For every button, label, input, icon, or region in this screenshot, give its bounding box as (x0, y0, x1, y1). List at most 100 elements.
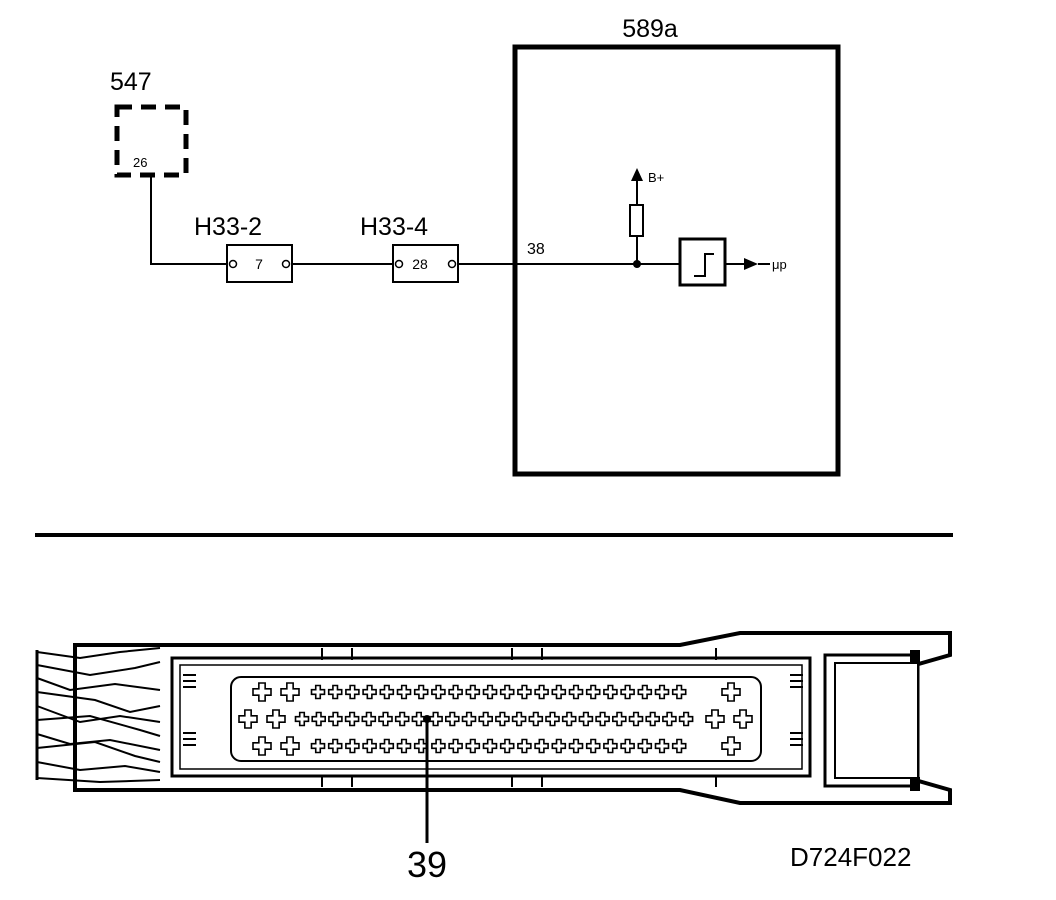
pin-cavity (603, 738, 618, 754)
pin-cavity (517, 684, 532, 700)
connector-h33-4-label: H33-4 (360, 213, 428, 241)
pin-cavity (671, 738, 687, 754)
output-arrow-icon (744, 258, 758, 270)
pin-cavity (378, 711, 393, 727)
ecu-box (512, 44, 841, 477)
pin-cavity (266, 709, 286, 729)
pin-cavity (517, 738, 532, 754)
schmitt-trigger (678, 237, 727, 287)
sensor-pin-label: 26 (133, 155, 147, 170)
connector-h33-2-pin-number: 7 (255, 256, 263, 272)
pin-cavity (705, 709, 725, 729)
pin-cavity (595, 711, 610, 727)
pin-cavity (448, 684, 463, 700)
pin-cavity (280, 682, 300, 702)
pin-cavity (654, 738, 670, 754)
pin-cavity (482, 738, 498, 754)
pin-cavity (280, 736, 300, 756)
figure-code: D724F022 (790, 842, 911, 872)
pin-cavity (499, 684, 515, 700)
pin-cavity (568, 738, 584, 754)
pin-cavity (328, 711, 343, 727)
pin-cavity (678, 711, 694, 727)
pin-cavity (362, 684, 377, 700)
connector-h33-4-pin-right (447, 259, 457, 269)
pin-cavity (362, 738, 377, 754)
pin-cavity (327, 684, 343, 700)
pin-cavity (603, 684, 618, 700)
connector-h33-4-pin-number: 28 (412, 256, 428, 272)
pin-cavity (534, 738, 549, 754)
pin-cavity (620, 684, 635, 700)
supply-arrow-icon (631, 168, 643, 181)
pin-cavity (396, 738, 412, 754)
connector-h33-2-pin-left (228, 259, 238, 269)
pin-cavity (568, 684, 584, 700)
grip-slots (183, 674, 803, 746)
pin-cavity (394, 711, 410, 727)
pin-cavity (637, 738, 653, 754)
ecu-pin-label: 38 (527, 241, 545, 258)
pin-cavity (528, 711, 544, 727)
pin-cavity (252, 682, 272, 702)
pin-cavity (461, 711, 477, 727)
pin-cavity (345, 738, 360, 754)
pin-cavity (361, 711, 377, 727)
sensor-label: 547 (110, 68, 152, 96)
connector-h33-2-label: H33-2 (194, 213, 262, 241)
pin-cavity (465, 738, 481, 754)
wire-sensor-to-h33-2 (150, 176, 227, 265)
pin-cavity (733, 709, 753, 729)
pin-cavity (444, 711, 460, 727)
pin-cavity (311, 711, 327, 727)
connector-h33-2-pin-right (281, 259, 291, 269)
pin-cavity (578, 711, 594, 727)
pin-cavity (310, 738, 326, 754)
pin-cavity (411, 711, 427, 727)
connector-h33-4-pin-left (394, 259, 404, 269)
wire-bundle (35, 647, 161, 784)
pin-cavity (654, 684, 670, 700)
pin-cavity (482, 684, 498, 700)
pin-cavity (379, 738, 395, 754)
pin-cavity (611, 711, 627, 727)
pin-cavity (511, 711, 527, 727)
pin-cavity (721, 736, 741, 756)
pin-cavity (671, 684, 687, 700)
pin-cavity (396, 684, 412, 700)
ecu-label: 589a (622, 15, 678, 43)
pin-cavity (448, 738, 463, 754)
pin-cavities (238, 682, 753, 756)
pin-cavity (495, 711, 510, 727)
pin-cavity (252, 736, 272, 756)
pin-cavity (637, 684, 653, 700)
pin-cavity (534, 684, 549, 700)
pin-cavity (628, 711, 644, 727)
pin-cavity (545, 711, 560, 727)
pin-cavity (465, 684, 481, 700)
pin-cavity (431, 684, 446, 700)
pin-cavity (238, 709, 258, 729)
pin-cavity (585, 738, 601, 754)
pin-cavity (478, 711, 494, 727)
pin-cavity (551, 738, 567, 754)
sensor-box (114, 104, 189, 178)
pin-cavity (413, 684, 429, 700)
pin-cavity (294, 711, 310, 727)
callout-label: 39 (407, 844, 447, 885)
output-label: μp (772, 257, 787, 272)
pull-up-resistor (629, 204, 644, 237)
pin-cavity (345, 684, 360, 700)
pin-cavity (551, 684, 567, 700)
pin-cavity (327, 738, 343, 754)
housing-ribs (321, 648, 717, 787)
pin-cavity (561, 711, 577, 727)
ecu-connector-view (35, 631, 952, 843)
pin-cavity (413, 738, 429, 754)
pin-cavity (721, 682, 741, 702)
pin-cavity (585, 684, 601, 700)
supply-label: B+ (648, 170, 664, 185)
pin-cavity (431, 738, 446, 754)
schmitt-trigger-symbol (694, 253, 714, 277)
